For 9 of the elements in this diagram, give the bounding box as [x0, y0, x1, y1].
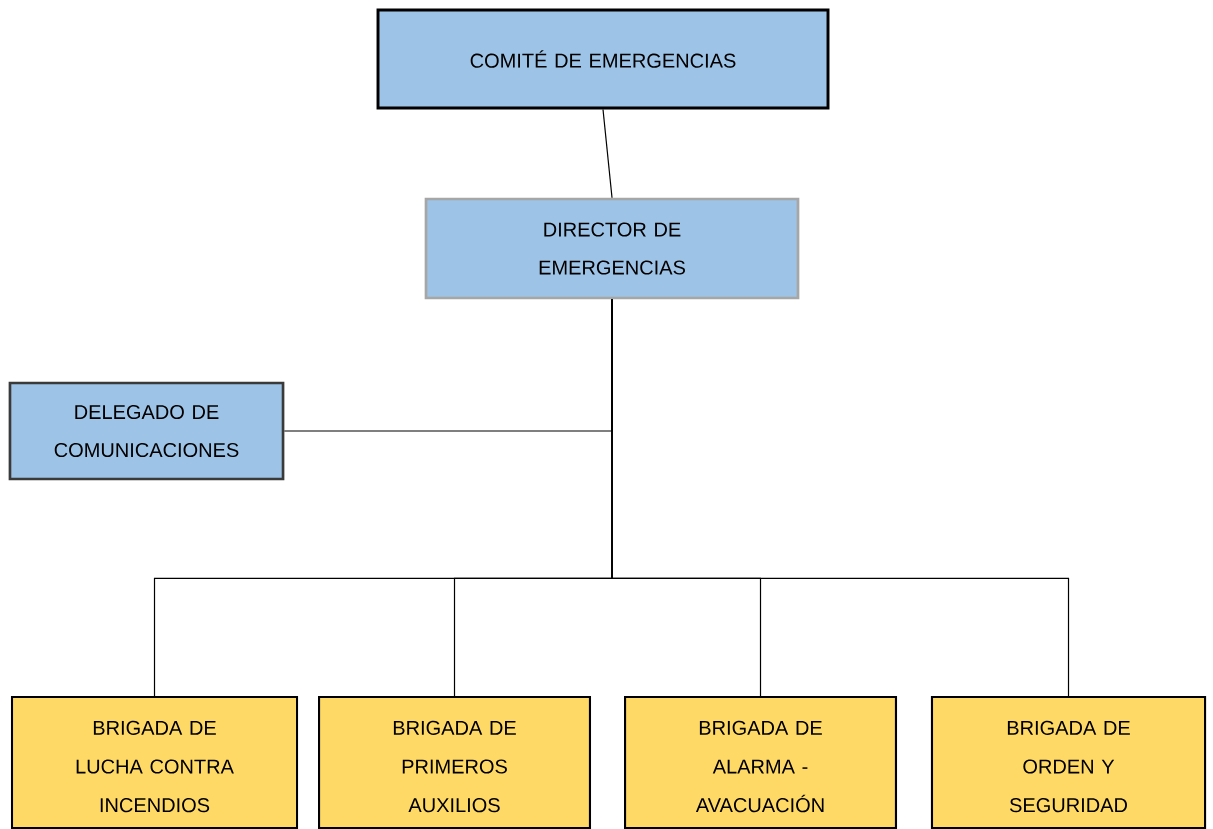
brigade-box: BRIGADA DE PRIMEROS AUXILIOS	[317, 695, 592, 829]
brigade-box: BRIGADA DE LUCHA CONTRA INCENDIOS	[10, 695, 299, 829]
org-box: COMITÉ DE EMERGENCIAS	[376, 8, 830, 110]
org-box: DIRECTOR DE EMERGENCIAS	[424, 197, 800, 300]
org-box: DELEGADO DE COMUNICACIONES	[8, 381, 285, 481]
brigade-box: BRIGADA DE ORDEN Y SEGURIDAD	[930, 695, 1207, 829]
connector-line	[602, 108, 613, 199]
connector-line	[611, 298, 1070, 697]
brigade-box: BRIGADA DE ALARMA - AVACUACIÓN	[623, 695, 898, 829]
